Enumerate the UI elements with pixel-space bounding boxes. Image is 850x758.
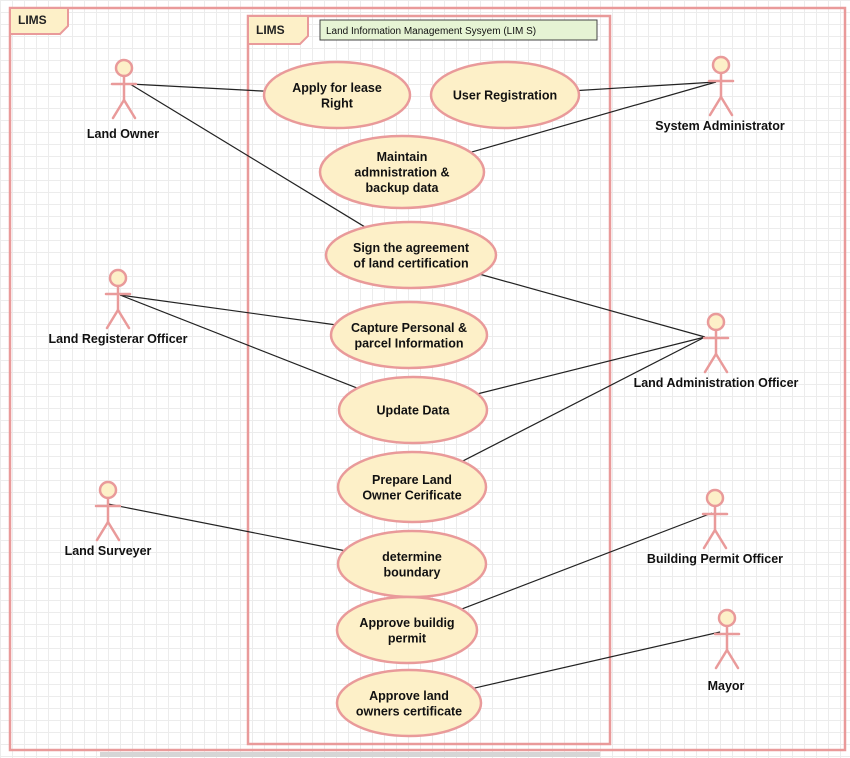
actor-land-surveyer[interactable]: Land Surveyer — [65, 480, 152, 558]
outer-frame-title: LIMS — [18, 13, 47, 27]
use-case-label: Capture Personal & — [351, 321, 467, 335]
system-name: Land Information Management Sysyem (LIM … — [326, 26, 536, 37]
use-case-ellipse — [429, 60, 581, 130]
actor-legs-icon — [702, 527, 728, 550]
use-case-ellipse — [337, 375, 489, 445]
use-case-label: Prepare Land — [372, 473, 452, 487]
association-mayor-approve-owners-certificate — [473, 631, 721, 689]
association-land-administration-officer-sign-agreement — [479, 273, 706, 338]
actor-mayor[interactable]: Mayor — [708, 608, 745, 693]
actor-name: Land Registerar Officer — [49, 332, 188, 346]
system-boundary-tab — [247, 15, 309, 45]
use-case-label: Update Data — [377, 404, 451, 418]
use-case-label: Apply for lease — [292, 81, 382, 95]
outer-frame-tab — [9, 7, 69, 35]
association-land-registerar-officer-update-data — [119, 294, 358, 389]
association-land-owner-sign-agreement — [129, 83, 366, 228]
actor-head-icon — [717, 608, 737, 628]
horizontal-scrollbar[interactable] — [100, 752, 600, 757]
actor-legs-icon — [105, 307, 131, 330]
actor-legs-icon — [111, 97, 137, 120]
actor-head-icon — [98, 480, 118, 500]
use-case-ellipse — [336, 450, 488, 524]
outer-frame — [8, 6, 847, 752]
actor-name: Land Surveyer — [65, 544, 152, 558]
use-case-label: Sign the agreement — [353, 241, 470, 255]
actor-legs-icon — [708, 94, 734, 117]
use-case-capture-personal-parcel[interactable]: Capture Personal &parcel Information — [329, 300, 489, 370]
use-case-label: backup data — [366, 181, 440, 195]
actor-land-administration-officer[interactable]: Land Administration Officer — [634, 312, 799, 390]
use-case-label: admnistration & — [354, 166, 449, 180]
actor-land-owner[interactable]: Land Owner — [87, 58, 159, 141]
use-case-label: of land certification — [353, 256, 468, 270]
actor-head-icon — [114, 58, 134, 78]
actor-legs-icon — [95, 519, 121, 542]
association-land-registerar-officer-capture-personal-parcel — [119, 294, 335, 326]
use-case-ellipse — [335, 668, 483, 738]
use-case-label: Maintain — [377, 150, 428, 164]
association-land-administration-officer-update-data — [477, 336, 706, 395]
actor-system-administrator[interactable]: System Administrator — [655, 55, 785, 133]
system-name-box — [319, 19, 598, 41]
use-case-label: Owner Cerificate — [362, 488, 461, 502]
use-case-ellipse — [335, 595, 479, 665]
actor-name: Mayor — [708, 679, 745, 693]
association-land-administration-officer-prepare-owner-certificate — [461, 336, 706, 462]
actor-name: Building Permit Officer — [647, 552, 783, 566]
use-case-update-data[interactable]: Update Data — [337, 375, 489, 445]
use-case-label: Right — [321, 96, 354, 110]
association-land-surveyer-determine-boundary — [107, 503, 345, 552]
actor-head-icon — [705, 488, 725, 508]
association-building-permit-officer-approve-building-permit — [461, 512, 713, 610]
actor-legs-icon — [703, 351, 729, 374]
use-case-label: owners certificate — [356, 704, 462, 718]
actor-building-permit-officer[interactable]: Building Permit Officer — [647, 488, 783, 566]
actor-head-icon — [706, 312, 726, 332]
use-case-ellipse — [318, 134, 486, 210]
association-layer — [107, 81, 721, 689]
use-case-ellipse — [336, 529, 488, 599]
use-case-label: parcel Information — [354, 336, 463, 350]
use-case-ellipse — [329, 300, 489, 370]
use-case-label: Approve buildig — [359, 616, 454, 630]
actor-name: System Administrator — [655, 119, 785, 133]
use-case-label: Approve land — [369, 689, 449, 703]
system-boundary — [246, 14, 612, 746]
use-case-label: permit — [388, 631, 427, 645]
association-land-owner-apply-lease-right — [129, 83, 265, 92]
use-case-ellipse — [324, 220, 498, 290]
use-case-label: determine — [382, 550, 442, 564]
association-system-administrator-maintain-admin-backup — [470, 81, 717, 153]
system-boundary-tab-title: LIMS — [256, 23, 285, 37]
use-case-label: boundary — [384, 565, 441, 579]
actor-head-icon — [711, 55, 731, 75]
association-system-administrator-user-registration — [578, 81, 717, 92]
actor-name: Land Owner — [87, 127, 159, 141]
use-case-user-registration[interactable]: User Registration — [429, 60, 581, 130]
actor-name: Land Administration Officer — [634, 376, 799, 390]
use-case-maintain-admin-backup[interactable]: Maintain admnistration &backup data — [318, 134, 486, 210]
actor-legs-icon — [714, 647, 740, 670]
actor-head-icon — [108, 268, 128, 288]
actor-land-registerar-officer[interactable]: Land Registerar Officer — [49, 268, 188, 346]
use-case-label: User Registration — [453, 89, 557, 103]
use-case-ellipse — [262, 60, 412, 130]
